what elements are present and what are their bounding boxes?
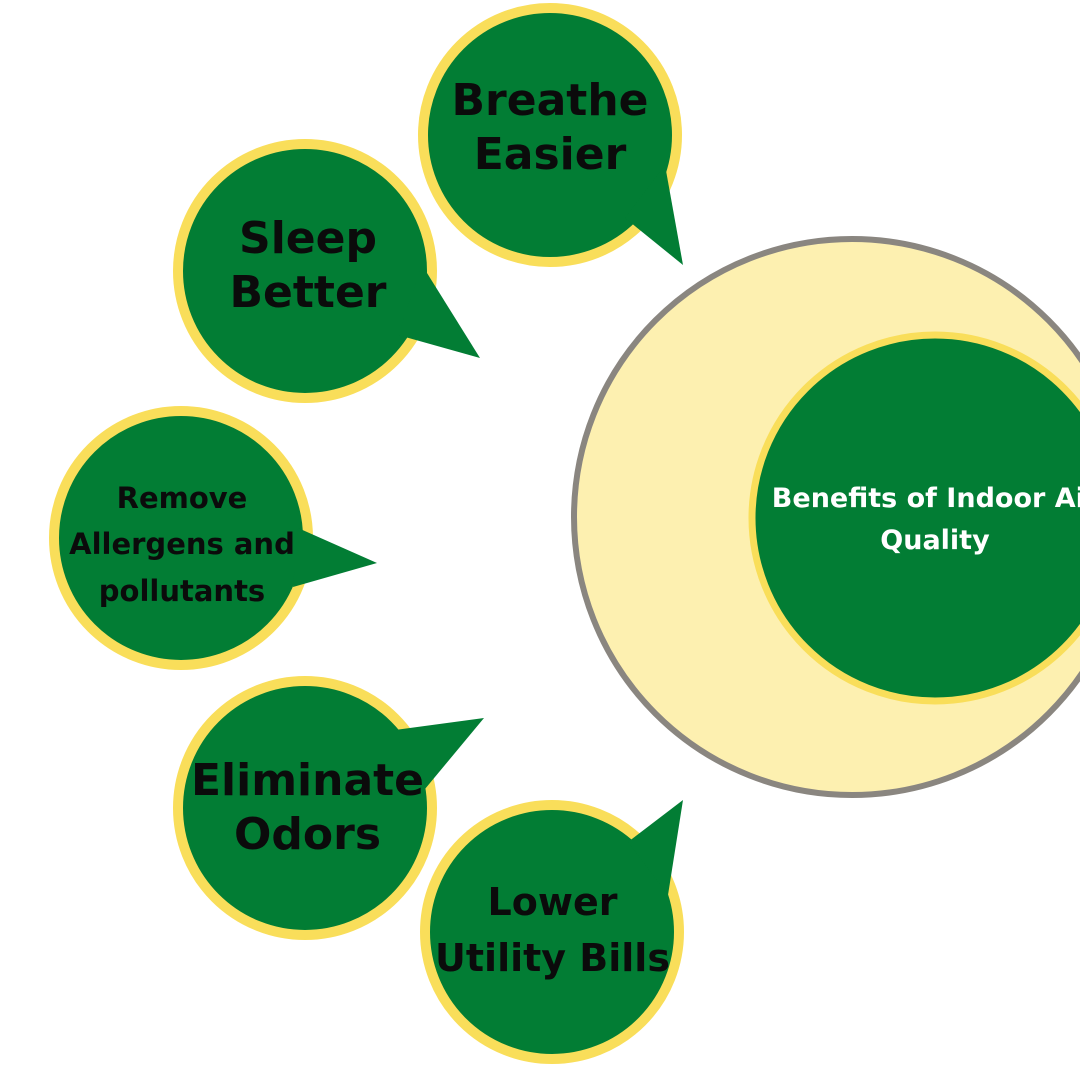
bubble-remove-allergens — [49, 406, 377, 670]
bubble-eliminate-odors — [173, 676, 484, 940]
bubble-breathe-easier — [418, 3, 683, 267]
bubble-label-eliminate-odors: Eliminate Odors — [190, 755, 425, 860]
bubble-lower-utility-bills — [420, 800, 684, 1064]
bubble-label-sleep-better: Sleep Better — [229, 213, 387, 318]
bubble-label-lower-utility-bills: Lower Utility Bills — [435, 880, 670, 981]
center-title: Benefits of Indoor Air Quality — [771, 483, 1080, 556]
bubble-sleep-better — [173, 139, 480, 403]
center-circle — [748, 331, 1080, 705]
bubble-label-breathe-easier: Breathe Easier — [451, 75, 649, 180]
bubble-label-remove-allergens: Remove Allergens and pollutants — [69, 481, 295, 608]
